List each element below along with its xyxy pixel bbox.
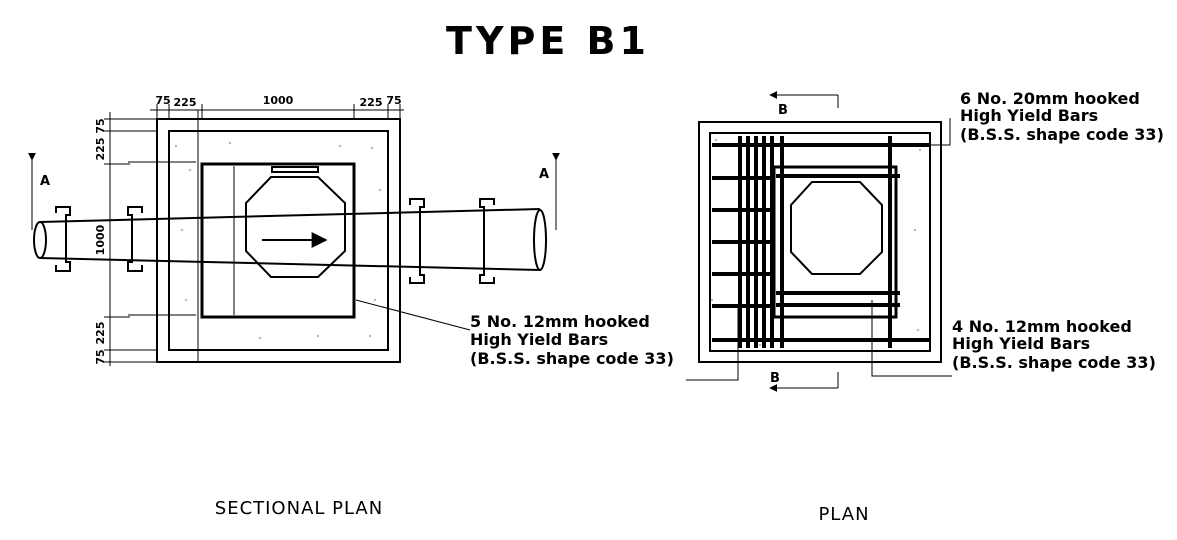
dim-top-225-right: 225 (360, 96, 383, 109)
drawing-title: TYPE B1 (446, 19, 650, 63)
svg-text:6 No. 20mm hooked: 6 No. 20mm hooked (960, 89, 1140, 108)
dim-side-75-bottom: 75 (94, 349, 107, 364)
svg-text:High Yield Bars: High Yield Bars (960, 106, 1098, 125)
leader-5-bars (355, 299, 471, 331)
svg-text:High Yield Bars: High Yield Bars (952, 334, 1090, 353)
svg-text:(B.S.S. shape code 33): (B.S.S. shape code 33) (952, 353, 1156, 372)
section-marker-a-left: A (28, 152, 50, 230)
caption-sectional-plan: SECTIONAL PLAN (215, 498, 383, 519)
plan-inner-wall (709, 132, 931, 352)
caption-plan: PLAN (818, 504, 869, 525)
section-marker-b-bottom: B (769, 371, 839, 392)
pipe-run (33, 198, 547, 284)
dim-side-1000: 1000 (94, 224, 107, 255)
leader-4-bars (871, 300, 952, 377)
svg-text:B: B (778, 103, 788, 118)
chamber-inner-wall (168, 130, 389, 351)
meter-box (200, 162, 356, 319)
chamber-outer-wall (156, 118, 401, 363)
dim-top-75-right: 75 (386, 94, 401, 107)
dim-top-75-left: 75 (155, 94, 170, 107)
meter-body (245, 176, 346, 278)
concrete-speckle (174, 141, 382, 340)
note-5-bars: 5 No. 12mm hooked High Yield Bars (B.S.S… (470, 312, 674, 368)
dim-side-75-top: 75 (94, 118, 107, 133)
box-handle (271, 166, 319, 173)
top-dimensions: 75 225 1000 225 75 (150, 94, 404, 119)
plan-outer-wall (698, 121, 942, 363)
svg-text:B: B (770, 371, 780, 386)
svg-text:A: A (539, 167, 549, 182)
svg-text:5 No. 12mm hooked: 5 No. 12mm hooked (470, 312, 650, 331)
plan-speckle (710, 138, 922, 347)
svg-text:4 No. 12mm hooked: 4 No. 12mm hooked (952, 317, 1132, 336)
section-marker-a-right: A (539, 152, 560, 230)
note-6-bars: 6 No. 20mm hooked High Yield Bars (B.S.S… (960, 89, 1164, 144)
note-4-bars: 4 No. 12mm hooked High Yield Bars (B.S.S… (952, 317, 1156, 372)
side-dimensions: 75 225 1000 225 75 (94, 112, 157, 366)
leader-5-bars-plan (686, 305, 739, 381)
svg-text:A: A (40, 174, 50, 189)
dim-side-225-top: 225 (94, 138, 107, 161)
sectional-plan: 75 225 1000 225 75 75 225 1000 225 75 A (28, 94, 560, 366)
dim-top-225-left: 225 (174, 96, 197, 109)
svg-text:(B.S.S. shape code 33): (B.S.S. shape code 33) (960, 125, 1164, 144)
dim-side-225-bottom: 225 (94, 322, 107, 345)
plan-view: B B (686, 91, 952, 392)
svg-text:High Yield Bars: High Yield Bars (470, 330, 608, 349)
plan-meter-body (790, 181, 883, 275)
dim-top-1000: 1000 (263, 94, 294, 107)
section-marker-b-top: B (769, 91, 839, 118)
svg-text:(B.S.S. shape code 33): (B.S.S. shape code 33) (470, 349, 674, 368)
leader-6-bars (782, 118, 951, 146)
